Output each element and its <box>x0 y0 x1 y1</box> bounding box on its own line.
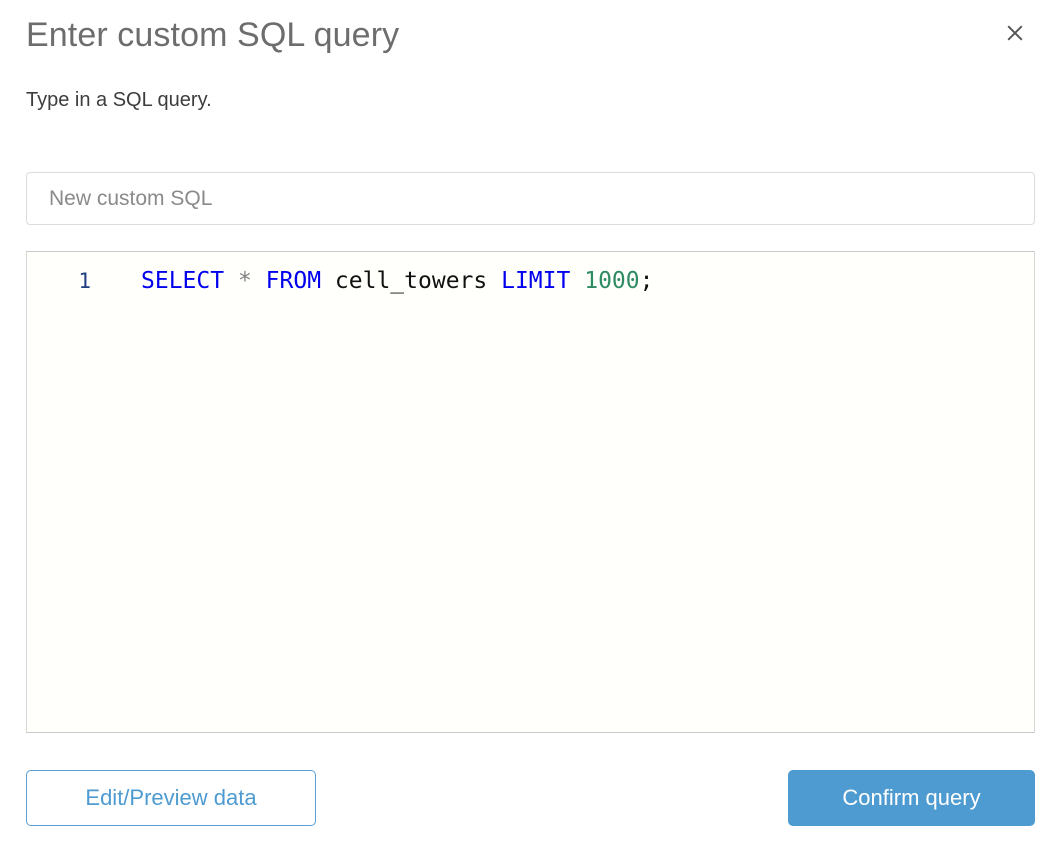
editor-line: 1 SELECT * FROM cell_towers LIMIT 1000; <box>27 252 1034 302</box>
sql-token-limit: LIMIT <box>501 268 571 294</box>
sql-token-space <box>487 268 501 294</box>
code-line-content[interactable]: SELECT * FROM cell_towers LIMIT 1000; <box>91 268 653 294</box>
confirm-query-button[interactable]: Confirm query <box>788 770 1035 826</box>
sql-name-input[interactable] <box>26 172 1035 225</box>
edit-preview-data-button[interactable]: Edit/Preview data <box>26 770 316 826</box>
sql-code-editor[interactable]: 1 SELECT * FROM cell_towers LIMIT 1000; <box>26 251 1035 733</box>
dialog-subtitle: Type in a SQL query. <box>26 89 212 111</box>
page-title: Enter custom SQL query <box>26 16 400 54</box>
sql-token-semicolon: ; <box>639 268 654 294</box>
sql-token-space <box>252 268 266 294</box>
sql-token-space <box>224 268 238 294</box>
sql-token-select: SELECT <box>141 268 225 294</box>
close-button[interactable] <box>1001 19 1029 47</box>
line-number: 1 <box>78 269 91 293</box>
sql-token-limit-value: 1000 <box>584 268 640 294</box>
sql-token-space <box>570 268 584 294</box>
close-icon <box>1005 23 1025 43</box>
sql-token-star: * <box>237 268 252 294</box>
sql-token-space <box>321 268 335 294</box>
sql-token-from: FROM <box>265 268 322 294</box>
sql-token-table-name: cell_towers <box>334 268 488 294</box>
